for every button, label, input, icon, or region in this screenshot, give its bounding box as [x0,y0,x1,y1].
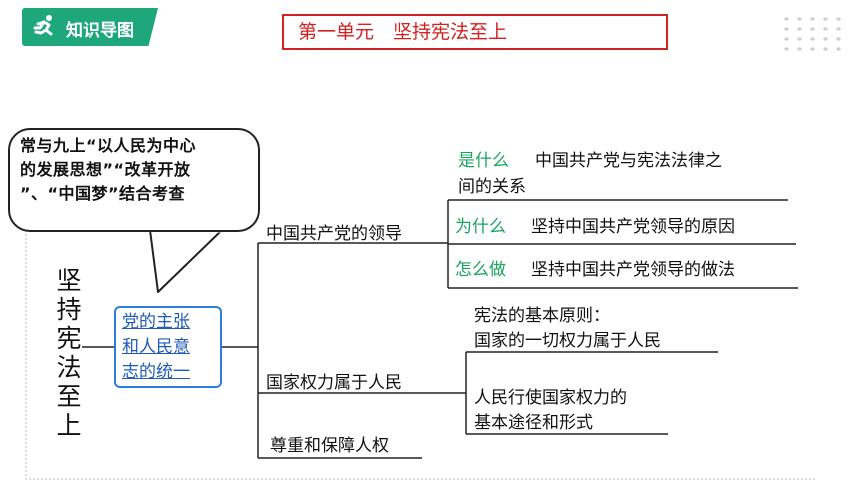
tag-what: 是什么 [458,151,509,171]
branch-power-to-people: 国家权力属于人民 [266,373,402,393]
callout-line: 常与九上“以人民为中心 [20,136,197,155]
decorative-dotted-line [25,225,27,480]
root-title: 坚 持 宪 法 至 上 [54,266,84,440]
how-text: 坚持中国共产党领导的做法 [531,260,735,280]
core-link-line[interactable]: 志的统一 [122,362,190,382]
what-text-line2: 间的关系 [458,177,526,197]
root-title-char: 至 [56,382,82,411]
knowledge-map-badge: 知识导图 [22,8,158,46]
principle-line1: 宪法的基本原则： [474,306,610,326]
principle-line2: 国家的一切权力属于人民 [474,331,661,351]
core-link-line[interactable]: 党的主张 [122,312,190,332]
unit-title: 第一单元 坚持宪法至上 [282,14,668,50]
core-link[interactable]: 党的主张 和人民意 志的统一 [122,310,190,385]
branch-human-rights: 尊重和保障人权 [270,436,389,456]
decorative-dot-grid [780,14,846,54]
callout-text: 常与九上“以人民为中心 的发展思想”“改革开放 ”、“中国梦”结合考查 [20,134,260,206]
root-title-char: 宪 [56,324,82,353]
callout-line: ”、“中国梦”结合考查 [20,184,186,203]
root-title-char: 法 [56,353,82,382]
root-title-char: 坚 [56,266,82,295]
core-link-box[interactable] [114,306,222,388]
decorative-dotted-line [25,478,815,480]
callout-bubble [8,128,260,232]
badge-label: 知识导图 [66,21,134,41]
path-line1: 人民行使国家权力的 [474,388,627,408]
tag-how: 怎么做 [455,260,506,280]
branch-party-leadership: 中国共产党的领导 [266,224,402,244]
root-title-char: 持 [56,295,82,324]
what-text-line1: 中国共产党与宪法法律之 [535,151,722,171]
path-line2: 基本途径和形式 [474,413,593,433]
why-text: 坚持中国共产党领导的原因 [531,217,735,237]
running-person-icon [33,15,53,36]
tag-why: 为什么 [455,217,506,237]
callout-line: 的发展思想”“改革开放 [20,160,191,179]
root-title-char: 上 [56,411,82,440]
core-link-line[interactable]: 和人民意 [122,337,190,357]
